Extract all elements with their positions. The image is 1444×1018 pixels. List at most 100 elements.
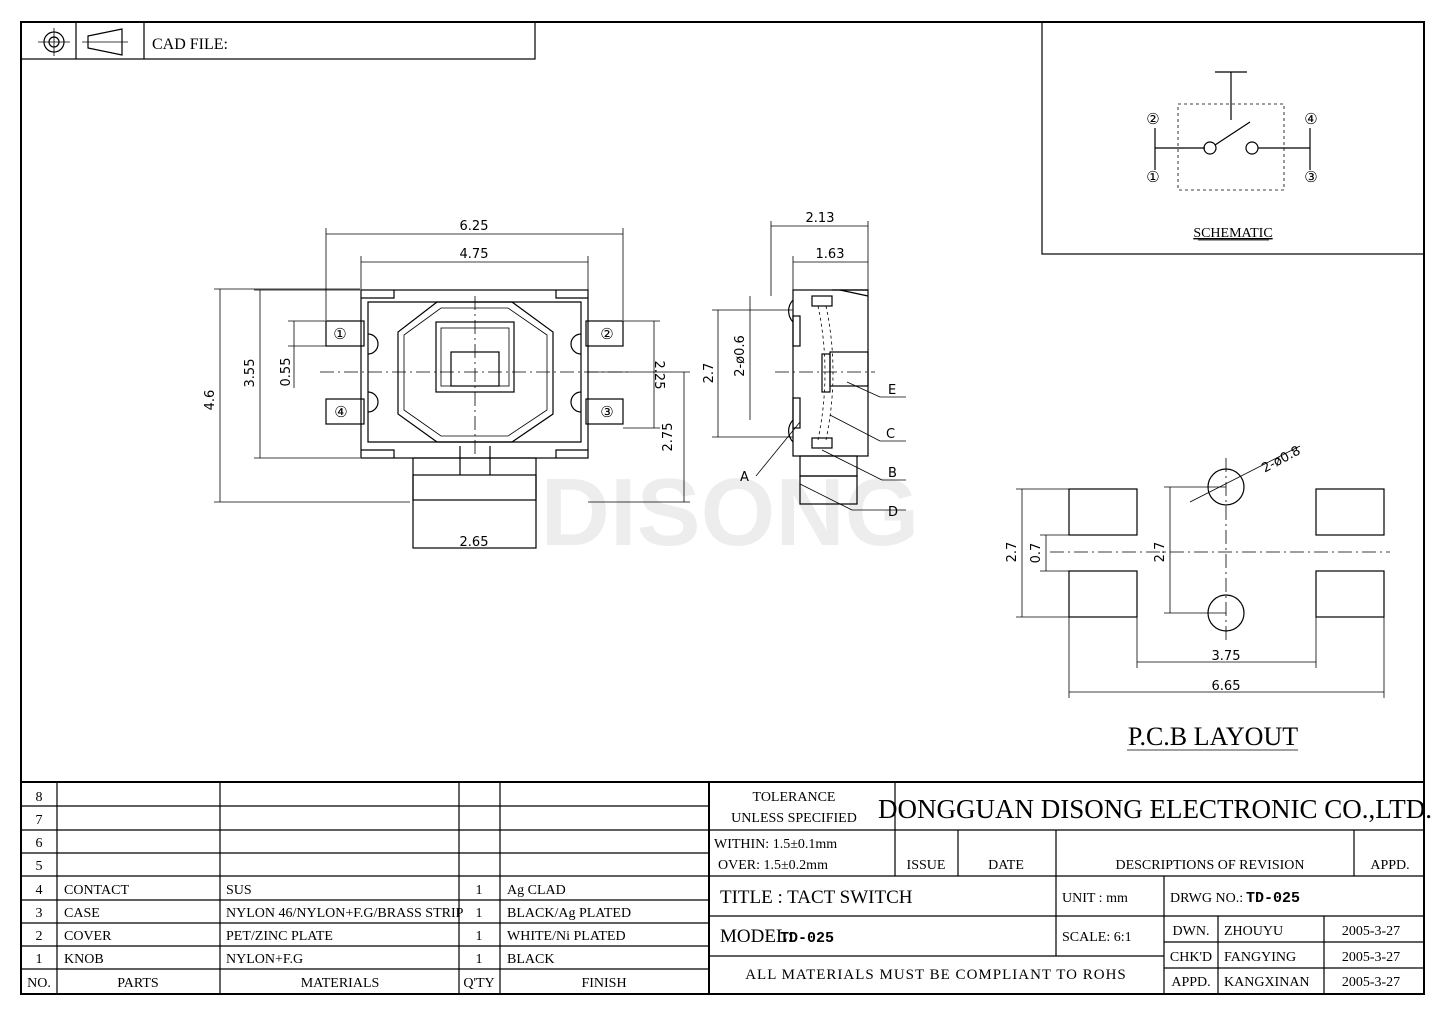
dim-width-total: 6.25 [460, 219, 489, 234]
front-pin-label-4: ④ [334, 405, 347, 421]
pcb-dim-h3: 2.7 [1153, 542, 1168, 563]
revision-issue: ISSUE [907, 858, 946, 873]
dim-width-body: 4.75 [460, 247, 489, 262]
dim-knob-width: 2.65 [460, 535, 489, 550]
pin-4 [325, 398, 365, 425]
pin-3 [585, 398, 624, 425]
parts-cell-finish: Ag CLAD [507, 883, 566, 898]
side-view: 2.13 1.63 2.7 2-ø0.6 A B C D [702, 211, 906, 520]
parts-cell-no: 3 [36, 906, 43, 921]
pcb-pad-3 [1315, 570, 1385, 618]
parts-cell-material: SUS [226, 883, 252, 898]
parts-cell-material: NYLON 46/NYLON+F.G/BRASS STRIP [226, 906, 464, 921]
parts-header-no: NO. [27, 976, 51, 991]
header-box: CAD FILE: [20, 21, 536, 60]
pcb-dim-holes: 2-ø0.8 [1259, 444, 1303, 477]
title-block: 8 7 6 5 4 CONTACT SUS 1 Ag CLAD 3 CASE NYLON 46/NYL… [21, 781, 1432, 994]
parts-cell-part: CONTACT [64, 883, 129, 898]
callout-e: E [888, 383, 896, 398]
model-label: MODEL: [720, 926, 793, 947]
front-pin-label-3: ③ [600, 405, 613, 421]
dim-side-height: 2.7 [702, 363, 717, 384]
parts-cell-qty: 1 [476, 929, 483, 944]
parts-cell-no: 6 [36, 836, 43, 851]
unit-label: UNIT : mm [1062, 891, 1128, 906]
parts-table: 8 7 6 5 4 CONTACT SUS 1 Ag CLAD 3 CASE NYLON 46/NYL… [36, 790, 632, 967]
callout-a: A [740, 470, 749, 485]
pcb-dim-h2: 0.7 [1029, 543, 1044, 564]
company-name: DONGGUAN DISONG ELECTRONIC CO.,LTD. [878, 794, 1432, 824]
parts-cell-no: 8 [36, 790, 43, 805]
dim-side-holes: 2-ø0.6 [733, 335, 748, 377]
pcb-dim-w2: 6.65 [1212, 679, 1241, 694]
pcb-layout: 2.7 0.7 2.7 2-ø0.8 3.75 6.65 P.C.B LAYOU… [1005, 444, 1390, 751]
signoff-role: APPD. [1171, 975, 1210, 990]
drawing-title: TITLE : TACT SWITCH [720, 887, 913, 908]
signoff-date: 2005-3-27 [1342, 950, 1400, 965]
signoff-role: DWN. [1173, 924, 1210, 939]
dim-side-width-body: 1.63 [816, 247, 845, 262]
parts-cell-qty: 1 [476, 883, 483, 898]
parts-cell-finish: WHITE/Ni PLATED [507, 929, 626, 944]
pcb-pad-4 [1068, 570, 1138, 618]
rohs-compliance: ALL MATERIALS MUST BE COMPLIANT TO ROHS [745, 967, 1127, 983]
signoff-role: CHK'D [1170, 950, 1212, 965]
pcb-dim-w1: 3.75 [1212, 649, 1241, 664]
front-view: 6.25 4.75 4.6 3.55 0.55 2.25 2.75 ① ④ [203, 219, 690, 550]
parts-header-part: PARTS [117, 976, 158, 991]
pin-2 [585, 320, 624, 347]
tolerance-line2: UNLESS SPECIFIED [731, 811, 857, 826]
tolerance-over: OVER: 1.5±0.2mm [718, 858, 828, 873]
signoff-date: 2005-3-27 [1342, 924, 1400, 939]
callout-c: C [886, 427, 895, 442]
dim-height-right: 2.25 [651, 361, 666, 390]
scale-label: SCALE: 6:1 [1062, 930, 1132, 945]
parts-cell-no: 4 [36, 883, 43, 898]
pcb-dim-h1: 2.7 [1005, 542, 1020, 563]
dim-height-total: 4.6 [203, 390, 218, 411]
drwg-number: TD-025 [1246, 890, 1300, 907]
revision-description: DESCRIPTIONS OF REVISION [1115, 858, 1304, 873]
parts-cell-qty: 1 [476, 952, 483, 967]
parts-cell-no: 7 [36, 813, 43, 828]
dim-height-body: 3.55 [243, 359, 258, 388]
watermark: DISONG [541, 459, 920, 566]
revision-date: DATE [988, 858, 1024, 873]
parts-cell-no: 5 [36, 859, 43, 874]
tolerance-line1: TOLERANCE [753, 790, 836, 805]
parts-cell-qty: 1 [476, 906, 483, 921]
callout-b: B [888, 466, 897, 481]
schematic-pin-1: ① [1146, 170, 1159, 186]
parts-header-qty: Q'TY [463, 976, 494, 991]
parts-cell-finish: BLACK/Ag PLATED [507, 906, 631, 921]
parts-cell-no: 1 [36, 952, 43, 967]
sheet-border [20, 21, 1425, 995]
dim-pin-gap: 0.55 [279, 358, 294, 387]
signoff-name: KANGXINAN [1224, 975, 1310, 990]
front-pin-label-2: ② [600, 327, 613, 343]
schematic-title: SCHEMATIC [1193, 226, 1272, 241]
drwg-label: DRWG NO.: [1170, 891, 1243, 906]
dim-height-right-2: 2.75 [661, 423, 676, 452]
parts-cell-material: PET/ZINC PLATE [226, 929, 333, 944]
model-number: TD-025 [780, 930, 834, 947]
parts-cell-part: KNOB [64, 952, 104, 967]
pcb-pad-2 [1315, 488, 1385, 536]
front-pin-label-1: ① [333, 327, 346, 343]
parts-cell-part: CASE [64, 906, 100, 921]
tolerance-within: WITHIN: 1.5±0.1mm [714, 837, 837, 852]
pcb-pad-1 [1068, 488, 1138, 536]
dim-side-width-total: 2.13 [806, 211, 835, 226]
signoff-name: ZHOUYU [1224, 924, 1283, 939]
parts-cell-finish: BLACK [507, 952, 554, 967]
signoff-date: 2005-3-27 [1342, 975, 1400, 990]
pin-1 [325, 320, 365, 347]
parts-header-finish: FINISH [581, 976, 626, 991]
signoff-name: FANGYING [1224, 950, 1296, 965]
callout-d: D [888, 505, 898, 520]
pcb-title: P.C.B LAYOUT [1128, 722, 1298, 751]
parts-cell-part: COVER [64, 929, 112, 944]
schematic-pin-3: ③ [1304, 170, 1317, 186]
